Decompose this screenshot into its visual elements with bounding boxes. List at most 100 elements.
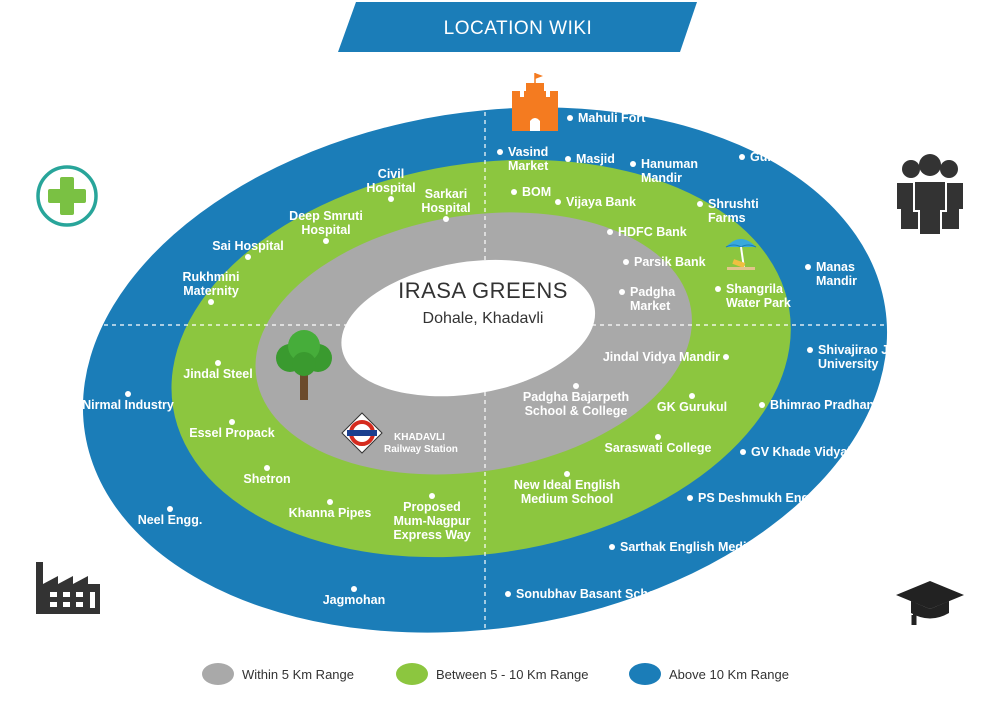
place-label-line: New Ideal English	[514, 478, 620, 492]
place-marker-dot	[687, 495, 693, 501]
place-sonubhav-basant-school: Sonubhav Basant School	[505, 587, 667, 601]
place-marker-dot	[630, 161, 636, 167]
place-label-line: BOM	[522, 185, 551, 199]
place-label-line: Vasind	[508, 145, 548, 159]
place-shetron: Shetron	[243, 465, 291, 486]
place-marker-dot	[567, 115, 573, 121]
place-label-line: Hospital	[421, 201, 470, 215]
quadrant-guides	[88, 112, 885, 632]
place-marker-dot	[505, 591, 511, 597]
legend-swatch	[629, 663, 661, 685]
place-label-line: Parsik Bank	[634, 255, 706, 269]
place-marker-dot	[715, 286, 721, 292]
medical-cross-icon	[36, 165, 98, 227]
place-marker-dot	[429, 493, 435, 499]
place-marker-dot	[689, 393, 695, 399]
place-label-line: Market	[630, 299, 671, 313]
place-jindal-vidya-mandir: Jindal Vidya Mandir	[603, 350, 729, 364]
place-marker-dot	[323, 238, 329, 244]
place-label-line: Essel Propack	[189, 426, 275, 440]
place-gk-gurukul: GK Gurukul	[657, 393, 727, 414]
place-label-line: School & College	[525, 404, 628, 418]
place-gv-khade-vidyalaya: GV Khade Vidyalaya	[740, 445, 873, 459]
tree-icon	[276, 330, 332, 400]
place-marker-dot	[739, 154, 745, 160]
place-marker-dot	[208, 299, 214, 305]
place-label-line: Farms	[708, 211, 746, 225]
place-label-line: Water Park	[726, 296, 791, 310]
place-label-line: Mandir	[816, 274, 857, 288]
place-marker-dot	[609, 544, 615, 550]
place-parsik-bank: Parsik Bank	[623, 255, 706, 269]
railway-station-icon	[341, 412, 383, 454]
place-label-line: Bhimrao Pradhan College	[770, 398, 923, 412]
place-label-line: Sarkari	[425, 187, 467, 201]
banner-title: LOCATION WIKI	[444, 18, 593, 39]
place-label-line: Market	[508, 159, 549, 173]
place-saraswati-college: Saraswati College	[605, 434, 712, 455]
factory-icon	[36, 562, 100, 614]
place-label-line: Jindal Vidya Mandir	[603, 350, 720, 364]
place-label-line: Civil	[378, 167, 404, 181]
legend-item-above-10km: Above 10 Km Range	[629, 663, 789, 685]
place-label-line: Masjid	[576, 152, 615, 166]
place-mahuli-fort: Mahuli Fort	[567, 111, 646, 125]
legend-swatch	[396, 663, 428, 685]
place-label-line: Saraswati College	[605, 441, 712, 455]
place-sarthak-english-school: Sarthak English Medium School	[609, 540, 810, 554]
place-marker-dot	[565, 156, 571, 162]
place-label-line: Shetron	[243, 472, 290, 486]
place-label-line: Shangrila	[726, 282, 784, 296]
place-marker-dot	[807, 347, 813, 353]
place-marker-dot	[607, 229, 613, 235]
place-neel-engg: Neel Engg.	[138, 506, 202, 527]
place-marker-dot	[229, 419, 235, 425]
place-label-line: Manas	[816, 260, 855, 274]
project-title: IRASA GREENS	[398, 278, 568, 303]
place-label-line: Rukhmini	[183, 270, 240, 284]
place-label-line: GK Gurukul	[657, 400, 727, 414]
place-label-line: HDFC Bank	[618, 225, 687, 239]
place-label-line: PS Deshmukh English medium school	[698, 491, 926, 505]
place-label-line: Padgha	[630, 285, 676, 299]
place-essel-propack: Essel Propack	[189, 419, 275, 440]
place-label-line: Padgha Bajarpeth	[523, 390, 629, 404]
place-jindal-steel: Jindal Steel	[183, 360, 253, 381]
place-marker-dot	[805, 264, 811, 270]
people-group-icon	[897, 154, 963, 236]
place-vijaya-bank: Vijaya Bank	[555, 195, 636, 209]
place-marker-dot	[655, 434, 661, 440]
place-label-line: Hanuman	[641, 157, 698, 171]
banner-shape	[338, 2, 697, 52]
place-marker-dot	[125, 391, 131, 397]
place-label-line: Maternity	[183, 284, 239, 298]
place-label-line: Mandir	[641, 171, 682, 185]
railway-station-marker: KHADAVLI Railway Station	[341, 412, 458, 455]
place-label-line: Mum-Nagpur	[393, 514, 470, 528]
place-label-line: Shivajirao Jhondale	[818, 343, 936, 357]
project-subtitle: Dohale, Khadavli	[423, 310, 544, 327]
place-label-line: Gurudwara	[750, 150, 817, 164]
fort-icon	[512, 73, 558, 131]
beach-umbrella-icon	[725, 239, 757, 270]
place-bhimrao-pradhan-college: Bhimrao Pradhan College	[759, 398, 923, 412]
station-name: KHADAVLI	[394, 432, 445, 443]
place-marker-dot	[564, 471, 570, 477]
place-label-line: Medium School	[521, 492, 613, 506]
place-label-line: Shrushti	[708, 197, 759, 211]
place-marker-dot	[351, 586, 357, 592]
place-label-line: Vijaya Bank	[566, 195, 636, 209]
place-marker-dot	[623, 259, 629, 265]
place-marker-dot	[245, 254, 251, 260]
place-marker-dot	[740, 449, 746, 455]
place-label-line: Deep Smruti	[289, 209, 363, 223]
